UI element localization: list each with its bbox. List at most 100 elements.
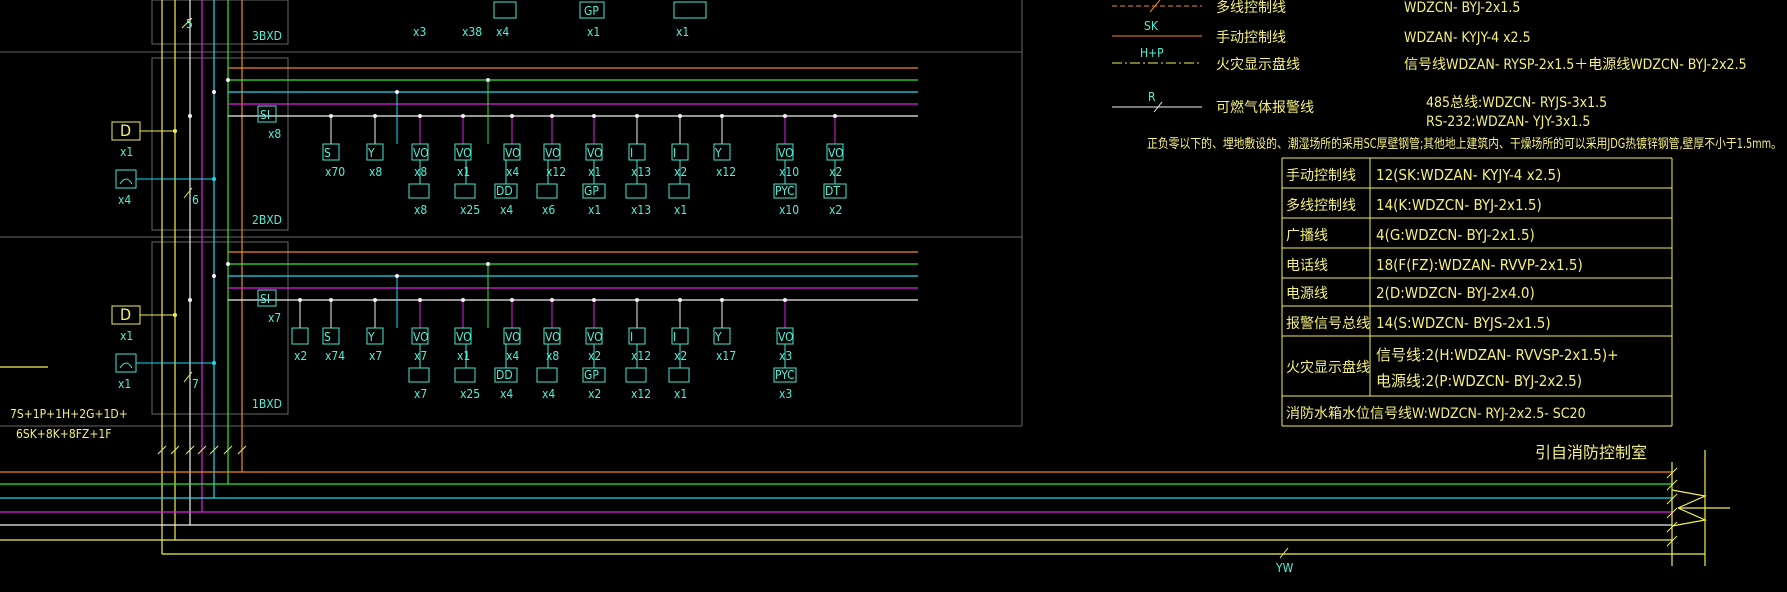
device-box <box>322 327 340 345</box>
device-count: x10 <box>779 203 799 217</box>
device-count: x12 <box>631 387 651 401</box>
device-count: x25 <box>460 203 480 217</box>
junction <box>212 90 216 94</box>
device-box <box>625 367 647 383</box>
device-count: x12 <box>546 165 566 179</box>
device-symbol: Y <box>714 146 722 160</box>
d-count: x1 <box>120 329 133 343</box>
device-count: x4 <box>542 387 555 401</box>
count-label: x1 <box>676 25 689 39</box>
device-symbol: VO <box>456 146 472 160</box>
bottom-trunk <box>0 450 1730 566</box>
junction <box>173 129 177 133</box>
d-count: x1 <box>120 145 133 159</box>
device-count: x13 <box>631 203 651 217</box>
junction <box>226 262 230 266</box>
junction <box>635 114 639 118</box>
legend-spec: WDZCN- BYJ-2x1.5 <box>1404 0 1520 16</box>
device-box <box>454 183 476 199</box>
device-box <box>773 367 797 383</box>
junction <box>212 361 216 365</box>
spec-value: 2(D:WDZCN- BYJ-2x4.0) <box>1376 284 1535 302</box>
device-count: x70 <box>325 165 345 179</box>
device-count: x1 <box>457 165 470 179</box>
device-count: x8 <box>369 165 382 179</box>
phone-icon <box>119 178 133 185</box>
device-count: x25 <box>460 387 480 401</box>
device-box <box>503 327 521 345</box>
device-box <box>536 183 558 199</box>
legend-name: 火灾显示盘线 <box>1216 56 1300 73</box>
junction <box>592 298 596 302</box>
device-count: x1 <box>674 203 687 217</box>
count-label: x3 <box>413 25 426 39</box>
device-count: x1 <box>588 165 601 179</box>
junction <box>550 298 554 302</box>
count-label: x4 <box>496 25 509 39</box>
junction <box>720 114 724 118</box>
device-count: x2 <box>829 203 842 217</box>
junction <box>373 298 377 302</box>
device-symbol: I <box>673 330 676 344</box>
device-symbol: VO <box>545 146 561 160</box>
spec-name: 电源线 <box>1286 286 1328 302</box>
device-count: x10 <box>779 165 799 179</box>
slash-label: 6 <box>192 193 199 207</box>
device-count: x1 <box>674 387 687 401</box>
spec-value: 信号线:2(H:WDZAN- RVVSP-2x1.5)+ <box>1376 346 1618 364</box>
device-count: x2 <box>588 349 601 363</box>
device-count: x74 <box>325 349 345 363</box>
legend-code: H+P <box>1140 46 1164 60</box>
device-box <box>713 327 731 345</box>
d-symbol: D <box>120 305 131 324</box>
device-count: x8 <box>546 349 559 363</box>
device-symbol: DD <box>496 184 513 198</box>
spec-name: 电话线 <box>1286 258 1328 274</box>
device-symbol: VO <box>778 330 794 344</box>
slash-mark <box>183 187 193 199</box>
legend-code: SK <box>1144 19 1159 33</box>
device-count: x13 <box>631 165 651 179</box>
junction <box>783 298 787 302</box>
device-symbol: I <box>630 146 633 160</box>
spec-value: 12(SK:WDZAN- KYJY-4 x2.5) <box>1376 166 1561 184</box>
device-symbol: I <box>630 330 633 344</box>
device-symbol: VO <box>587 146 603 160</box>
device-box <box>543 327 561 345</box>
trunk-slashes <box>157 445 1678 559</box>
device-box <box>408 183 430 199</box>
panel-label-2bxd: 2BXD <box>252 213 282 227</box>
junction <box>395 90 399 94</box>
spec-name: 广播线 <box>1286 228 1328 244</box>
device-box <box>494 367 518 383</box>
device-box <box>773 183 797 199</box>
device-box <box>366 143 384 161</box>
vertical-risers <box>161 0 243 554</box>
device-count: x2 <box>588 387 601 401</box>
junction <box>188 298 192 302</box>
device-count: x4 <box>506 165 519 179</box>
legend-name: 可燃气体报警线 <box>1216 99 1314 116</box>
device-symbol: Y <box>367 330 375 344</box>
spec-table-text: 手动控制线 12(SK:WDZAN- KYJY-4 x2.5) 多线控制线 14… <box>1286 166 1618 422</box>
si-symbol: SI <box>260 108 270 122</box>
si-box <box>257 105 277 123</box>
junction <box>783 114 787 118</box>
device-symbol: VO <box>505 146 521 160</box>
device-count: x4 <box>506 349 519 363</box>
count-label: x38 <box>462 25 482 39</box>
device-count: x1 <box>457 349 470 363</box>
junction <box>635 298 639 302</box>
device-box <box>454 327 472 345</box>
spec-value-2: 电源线:2(P:WDZCN- BYJ-2x2.5) <box>1376 372 1582 390</box>
spec-name: 手动控制线 <box>1286 168 1356 184</box>
device-box <box>408 367 430 383</box>
device-box <box>668 183 690 199</box>
device-symbol: PYC <box>775 368 795 382</box>
device-count: x3 <box>779 349 792 363</box>
device-box <box>503 143 521 161</box>
top-strip: 5 GP x3 x38 x4 x1 x1 <box>181 1 707 39</box>
junction <box>373 114 377 118</box>
device-symbol: VO <box>545 330 561 344</box>
junction <box>592 114 596 118</box>
